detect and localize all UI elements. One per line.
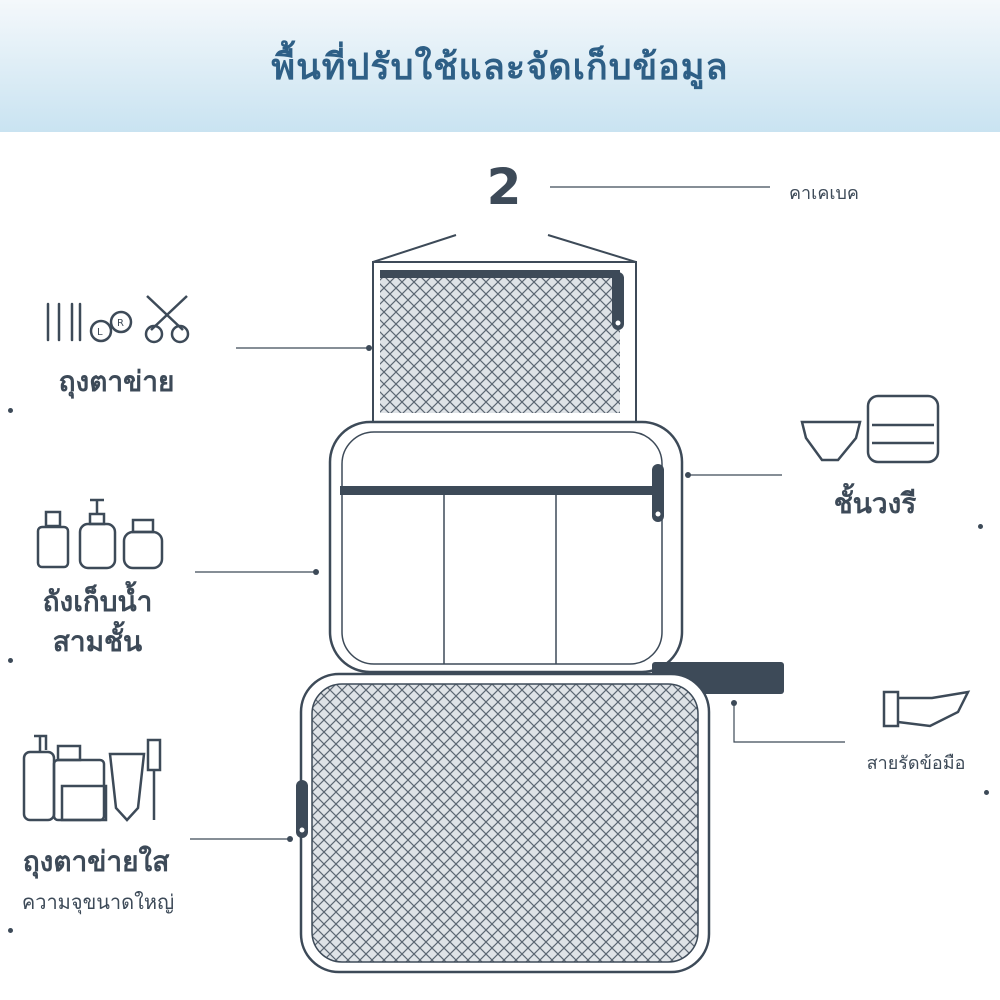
page-title: พื้นที่ปรับใช้และจัดเก็บข้อมูล: [271, 47, 729, 88]
scissors-icon: [144, 295, 190, 344]
open-hand-icon: [882, 690, 971, 728]
step-number: 2: [486, 158, 522, 216]
cotton-swab-icon: [46, 302, 82, 342]
leader-lines: [190, 345, 845, 842]
jar-icon: [122, 518, 164, 570]
towel-icon: [866, 394, 940, 464]
marker-dot: [984, 790, 989, 795]
pump-bottle-icon: [78, 498, 117, 570]
label-hook: คาเคเบค: [789, 183, 859, 204]
header-banner: พื้นที่ปรับใช้และจัดเก็บข้อมูล: [0, 0, 1000, 132]
top-mesh-pouch: [372, 261, 637, 423]
label-large-pouch-2: ความจุขนาดใหญ่: [21, 890, 175, 914]
toothpaste-icon: [108, 752, 146, 822]
contact-lens-case-icon: L R: [89, 310, 133, 343]
label-top-pouch: ถุงตาข่าย: [58, 365, 175, 398]
marker-dot: [8, 408, 13, 413]
label-large-pouch-1: ถุงตาข่ายใส: [22, 845, 170, 878]
marker-dot: [8, 658, 13, 663]
bottom-mesh-pouch: [296, 672, 711, 974]
label-wrist-strap: สายรัดข้อมือ: [866, 753, 966, 774]
underwear-icon: [800, 420, 862, 462]
dropper-bottle-icon: [36, 510, 70, 569]
marker-dot: [978, 524, 983, 529]
svg-text:R: R: [117, 318, 124, 329]
toothbrush-icon: [146, 738, 162, 820]
label-underwear: ชั้นวงรี: [833, 487, 917, 520]
middle-compartment: [328, 420, 684, 674]
label-water-bins-2: สามชั้น: [52, 625, 143, 658]
svg-text:L: L: [97, 327, 103, 338]
label-water-bins-1: ถังเก็บน้ำ: [42, 585, 153, 618]
marker-dot: [8, 928, 13, 933]
toiletries-icon: [22, 734, 108, 822]
